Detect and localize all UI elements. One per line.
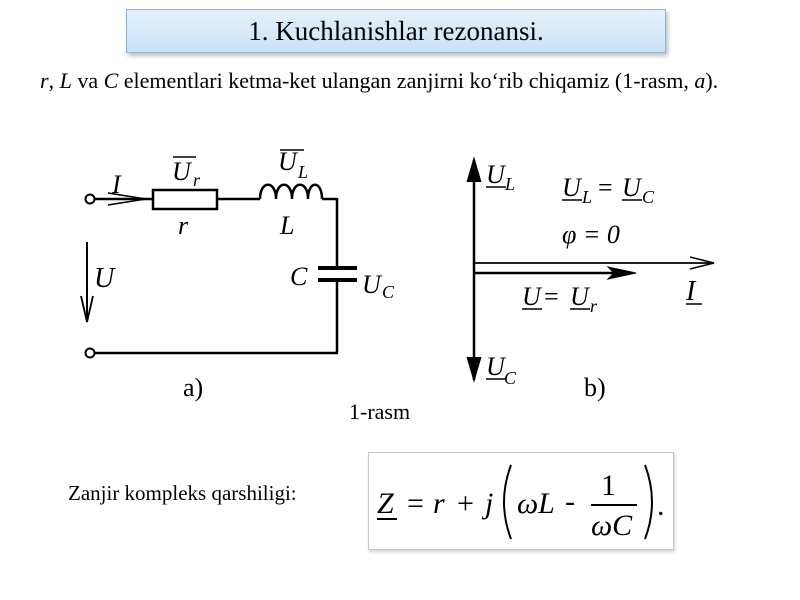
eq3-equals: = bbox=[544, 282, 559, 311]
phasor-diagram: U L U C U L = U C φ = 0 I U = U r b) bbox=[466, 156, 715, 402]
resistor bbox=[151, 188, 219, 211]
impedance-formula: Z = r + j ωL - 1 ωC . bbox=[377, 464, 665, 542]
formula-j: j bbox=[481, 487, 493, 520]
figure-caption: 1-rasm bbox=[349, 399, 411, 424]
impedance-formula-box: Z = r + j ωL - 1 ωC . bbox=[368, 452, 674, 550]
terminal-top bbox=[84, 193, 96, 205]
eq1-uc-sub: C bbox=[642, 187, 655, 207]
phasor-ul-label: U bbox=[486, 160, 507, 189]
eq3-ur-sub: r bbox=[590, 296, 598, 316]
formula-plus: + bbox=[457, 487, 474, 520]
part-a-label: a) bbox=[183, 373, 203, 402]
phasor-ul-sub: L bbox=[504, 174, 515, 194]
phasor-current-label: I bbox=[685, 276, 697, 307]
slide-title: 1. Kuchlanishlar rezonansi. bbox=[248, 15, 544, 46]
var-C: C bbox=[103, 68, 119, 93]
intro-rest: elementlari ketma-ket ulangan zanjirni k… bbox=[118, 68, 695, 93]
ul-sub: L bbox=[297, 162, 308, 182]
formula-r: r bbox=[433, 487, 445, 520]
current-arrow bbox=[107, 192, 147, 206]
circuit-current-label: I bbox=[111, 170, 122, 199]
eq1-equals: = bbox=[598, 173, 613, 202]
ur-sub: r bbox=[193, 170, 201, 190]
eq1-ul: U bbox=[562, 173, 583, 202]
phasor-uc-label: U bbox=[486, 352, 507, 381]
var-a: a bbox=[694, 68, 706, 93]
intro-mid: va bbox=[71, 68, 104, 93]
eq3-ur: U bbox=[570, 282, 591, 311]
var-L: L bbox=[59, 68, 72, 93]
intro-end: ). bbox=[705, 68, 719, 93]
eq1-uc: U bbox=[622, 173, 643, 202]
eq3-u: U bbox=[522, 282, 543, 311]
inductor bbox=[258, 183, 324, 200]
resistor-label: r bbox=[178, 211, 189, 240]
uc-label: U bbox=[362, 270, 383, 299]
formula-minus: - bbox=[565, 485, 575, 518]
var-r: r bbox=[40, 68, 49, 93]
intro-sep: , bbox=[48, 68, 60, 93]
ul-label: U bbox=[278, 147, 299, 176]
formula-numerator: 1 bbox=[601, 469, 616, 502]
title-box: 1. Kuchlanishlar rezonansi. bbox=[126, 9, 666, 53]
intro-paragraph: r, L va C elementlari ketma-ket ulangan … bbox=[40, 66, 780, 96]
source-voltage-label: U bbox=[94, 263, 116, 294]
formula-denominator: ωC bbox=[591, 509, 633, 542]
impedance-label: Zanjir kompleks qarshiligi: bbox=[68, 481, 297, 505]
eq1-ul-sub: L bbox=[581, 187, 592, 207]
ur-label: U bbox=[172, 157, 193, 186]
terminal-bottom bbox=[84, 347, 96, 359]
phasor-uc-sub: C bbox=[504, 368, 517, 388]
inductor-label: L bbox=[279, 211, 294, 240]
formula-period: . bbox=[657, 489, 665, 522]
uc-sub: C bbox=[382, 282, 395, 302]
formula-z: Z bbox=[377, 487, 394, 520]
formula-omega-l: ωL bbox=[517, 487, 555, 520]
part-b-label: b) bbox=[584, 373, 606, 402]
formula-equals: = bbox=[407, 487, 424, 520]
capacitor-label: C bbox=[290, 262, 308, 291]
phase-angle-eq: φ = 0 bbox=[562, 220, 620, 249]
